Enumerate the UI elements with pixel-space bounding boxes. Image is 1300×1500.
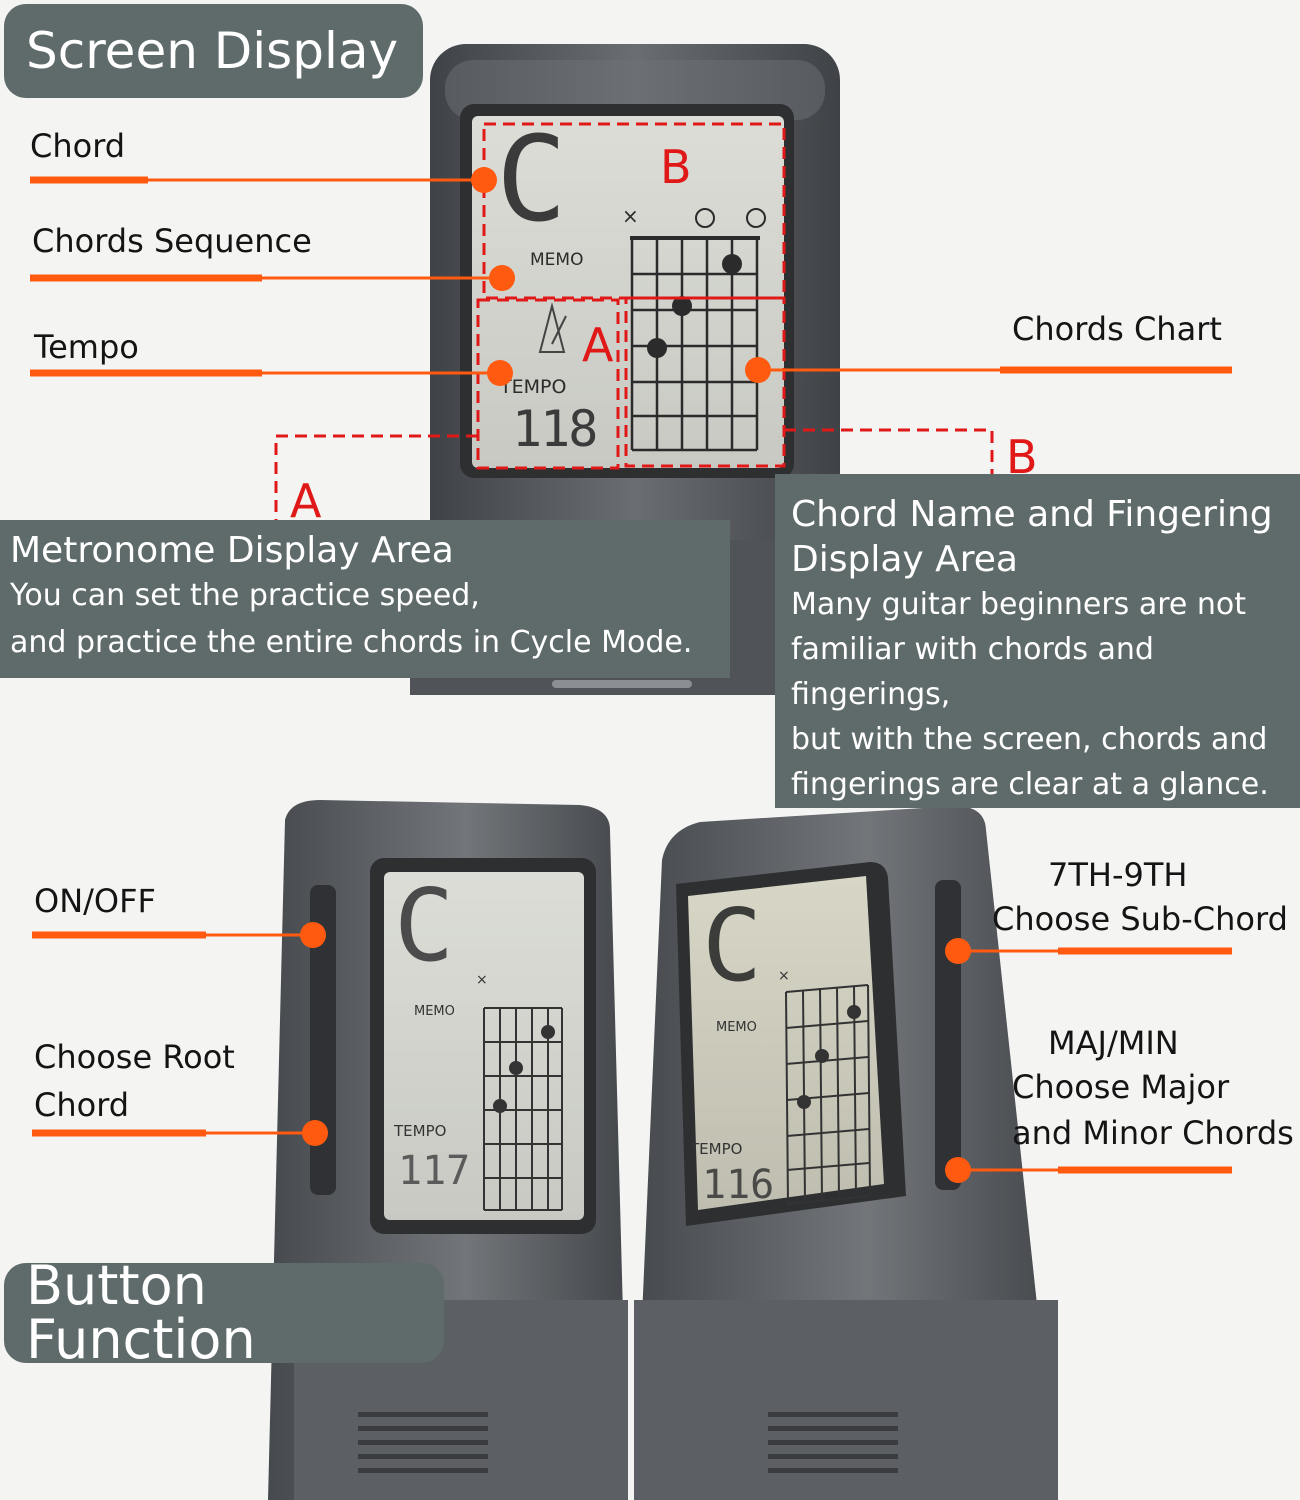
chords-chart-callout: Chords Chart xyxy=(1012,310,1222,348)
left-lcd-memo-label: MEMO xyxy=(414,1004,455,1019)
chord-area-line3: but with the screen, chords and xyxy=(791,722,1268,757)
chord-area-title-line2: Display Area xyxy=(791,539,1018,580)
on-off-callout: ON/OFF xyxy=(34,882,156,920)
metronome-area-title: Metronome Display Area xyxy=(10,530,454,571)
metronome-icon xyxy=(538,302,567,353)
maj-min-callout-line2: Choose Major xyxy=(1012,1068,1230,1106)
tempo-callout: Tempo xyxy=(34,328,139,366)
lcd-memo-label: MEMO xyxy=(530,250,584,270)
lcd-tempo-value: 118 xyxy=(512,400,598,458)
chart-dot-icon xyxy=(745,357,771,383)
area-b-letter-top: B xyxy=(660,140,692,194)
onoff-dot-icon xyxy=(300,922,326,948)
chord-area-panel: Chord Name and Fingering Display Area Ma… xyxy=(775,474,1300,808)
choose-root-callout-line2: Chord xyxy=(34,1086,130,1124)
sub-chord-callout-line1: 7TH-9TH xyxy=(1048,856,1188,894)
area-b-letter-bottom: B xyxy=(1006,430,1038,484)
open-string-icons xyxy=(695,208,766,228)
right-chord-chart-grid xyxy=(785,984,871,1205)
right-lcd-mute-mark: × xyxy=(778,968,790,984)
sequence-dot-icon xyxy=(489,265,515,291)
chord-dot-icon xyxy=(471,167,497,193)
right-lcd-memo-label: MEMO xyxy=(716,1020,757,1035)
lcd-chord-letter: C xyxy=(496,110,568,248)
chord-callout: Chord xyxy=(30,127,126,165)
chord-area-line1: Many guitar beginners are not xyxy=(791,587,1247,622)
left-lcd-chord-letter: C xyxy=(394,867,455,984)
area-b-chart-box xyxy=(624,296,786,468)
sub-chord-callout-line2: Choose Sub-Chord xyxy=(992,900,1288,938)
chord-chart-grid xyxy=(630,236,760,452)
left-lcd-tempo-label: TEMPO xyxy=(394,1122,447,1140)
lcd-mute-mark: × xyxy=(622,204,639,228)
chord-area-line2: familiar with chords and fingerings, xyxy=(791,632,1154,712)
area-b-box xyxy=(482,122,786,300)
metronome-area-line2: and practice the entire chords in Cycle … xyxy=(10,624,693,660)
right-lcd-tempo-label: TEMPO xyxy=(690,1140,743,1158)
sub-chord-dot-icon xyxy=(945,938,971,964)
tempo-dot-icon xyxy=(487,360,513,386)
screen-display-heading: Screen Display xyxy=(4,4,423,98)
maj-min-callout-line1: MAJ/MIN xyxy=(1048,1024,1179,1062)
lcd-tempo-label: TEMPO xyxy=(500,376,567,398)
area-a-letter-top: A xyxy=(582,318,614,372)
maj-min-callout-line3: and Minor Chords xyxy=(1012,1114,1294,1152)
right-lcd-tempo-value: 116 xyxy=(702,1162,775,1208)
left-chord-chart-grid xyxy=(483,1007,563,1211)
right-lcd-chord-letter: C xyxy=(702,887,763,1004)
chord-area-title-line1: Chord Name and Fingering xyxy=(791,494,1273,535)
choose-root-callout-line1: Choose Root xyxy=(34,1038,235,1076)
left-lcd: C × MEMO TEMPO 117 xyxy=(384,872,584,1220)
button-function-heading: Button Function xyxy=(4,1259,444,1367)
metronome-area-panel: Metronome Display Area You can set the p… xyxy=(0,520,730,678)
main-lcd: C × MEMO TEMPO 118 xyxy=(472,116,784,468)
root-dot-icon xyxy=(302,1120,328,1146)
chords-sequence-callout: Chords Sequence xyxy=(32,222,312,260)
area-a-letter-bottom: A xyxy=(290,474,322,528)
left-lcd-tempo-value: 117 xyxy=(398,1148,471,1194)
majmin-dot-icon xyxy=(945,1157,971,1183)
area-a-box xyxy=(476,298,620,470)
metronome-area-line1: You can set the practice speed, xyxy=(10,578,480,613)
left-lcd-mute-mark: × xyxy=(476,972,488,988)
right-lcd: C × MEMO TEMPO 116 xyxy=(690,880,884,1210)
chord-area-line4: fingerings are clear at a glance. xyxy=(791,767,1269,802)
